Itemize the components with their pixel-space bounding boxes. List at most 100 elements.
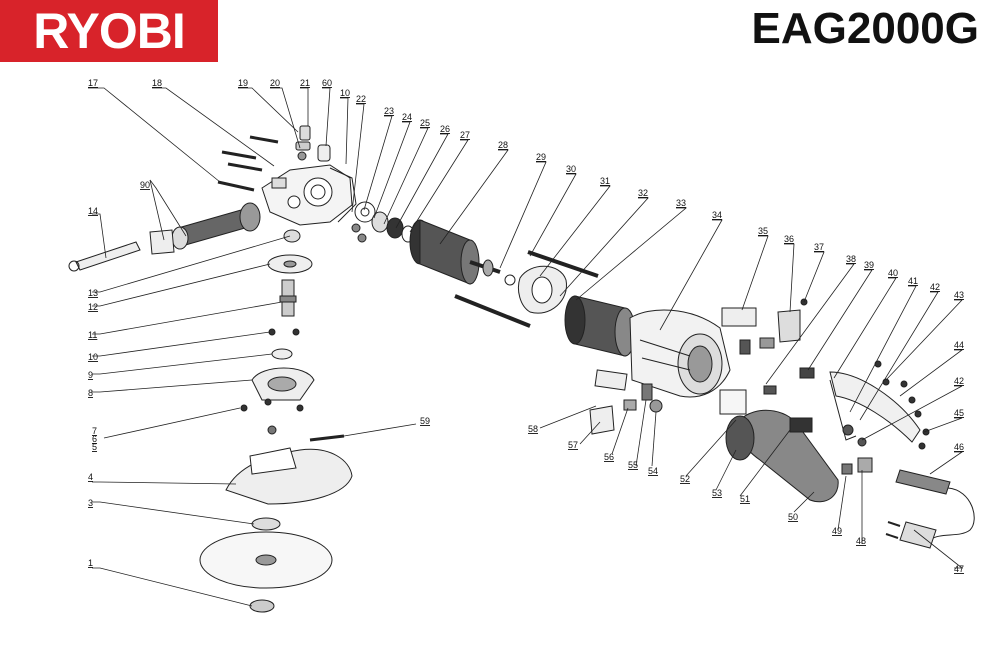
switch-55 — [641, 383, 653, 401]
carbon-brush — [763, 385, 777, 395]
inner-flange-3 — [251, 517, 281, 531]
stator-screw-upper — [527, 250, 599, 278]
callout-27: 27 — [460, 130, 470, 140]
callout-58: 58 — [528, 424, 538, 434]
callout-48: 48 — [856, 536, 866, 546]
switch-56 — [623, 399, 637, 411]
callout-29: 29 — [536, 152, 546, 162]
callout-52: 52 — [680, 474, 690, 484]
callout-45: 45 — [954, 408, 964, 418]
callout-19: 19 — [238, 78, 248, 88]
cord-clamp-49 — [841, 463, 853, 475]
callout-6: 6 — [92, 434, 97, 444]
label-plate-58 — [594, 369, 628, 391]
callout-51: 51 — [740, 494, 750, 504]
callout-32: 32 — [638, 188, 648, 198]
stator — [564, 295, 636, 357]
callout-40: 40 — [888, 268, 898, 278]
callout-23: 23 — [384, 106, 394, 116]
brush-cap — [799, 367, 815, 379]
callout-21: 21 — [300, 78, 310, 88]
callout-39: 39 — [864, 260, 874, 270]
callout-4: 4 — [88, 472, 93, 482]
callout-42-top: 42 — [930, 282, 940, 292]
callout-33: 33 — [676, 198, 686, 208]
callout-47: 47 — [954, 564, 964, 574]
callout-41: 41 — [908, 276, 918, 286]
bearing-9 — [271, 348, 293, 360]
callout-1: 1 — [88, 558, 93, 568]
cap-60 — [317, 144, 331, 162]
gear-housing — [261, 164, 357, 226]
callout-60: 60 — [322, 78, 332, 88]
callout-18: 18 — [152, 78, 162, 88]
callout-56: 56 — [604, 452, 614, 462]
callout-labels: 17 18 19 20 21 60 10 22 23 24 25 26 27 2… — [88, 78, 964, 574]
callout-8: 8 — [88, 388, 93, 398]
callout-25: 25 — [420, 118, 430, 128]
spindle-lock-button — [295, 125, 311, 161]
callout-26: 26 — [440, 124, 450, 134]
callout-49: 49 — [832, 526, 842, 536]
callout-36: 36 — [784, 234, 794, 244]
callout-10-top: 10 — [340, 88, 350, 98]
leader-lines — [88, 87, 964, 607]
callout-59: 59 — [420, 416, 430, 426]
callout-54: 54 — [648, 466, 658, 476]
side-handle — [149, 202, 261, 255]
callout-42-lower: 42 — [954, 376, 964, 386]
callout-57: 57 — [568, 440, 578, 450]
motor-housing — [629, 309, 731, 398]
callout-37: 37 — [814, 242, 824, 252]
switch-54 — [649, 399, 663, 413]
callout-5: 5 — [92, 442, 97, 452]
label-plate-35 — [721, 307, 757, 327]
callout-38: 38 — [846, 254, 856, 264]
housing-screws — [217, 135, 279, 192]
armature — [409, 219, 516, 286]
cord-clamp-48 — [857, 457, 873, 473]
callout-7: 7 — [92, 426, 97, 436]
callout-43: 43 — [954, 290, 964, 300]
callout-17: 17 — [88, 78, 98, 88]
guard-screws — [240, 398, 304, 412]
callout-35: 35 — [758, 226, 768, 236]
stator-screw-lower — [454, 294, 531, 328]
callout-14: 14 — [88, 206, 98, 216]
callout-30: 30 — [566, 164, 576, 174]
switch-cover — [589, 405, 615, 435]
callout-10-lower: 10 — [88, 352, 98, 362]
fan-baffle — [517, 265, 567, 314]
callout-34: 34 — [712, 210, 722, 220]
callout-50: 50 — [788, 512, 798, 522]
screw-59 — [309, 434, 345, 442]
wheel-guard — [225, 425, 353, 505]
callout-31: 31 — [600, 176, 610, 186]
callout-24: 24 — [402, 112, 412, 122]
callout-44: 44 — [954, 340, 964, 350]
callout-46: 46 — [954, 442, 964, 452]
grinding-disc — [199, 531, 333, 589]
callout-11: 11 — [88, 330, 97, 340]
callout-20: 20 — [270, 78, 280, 88]
callout-13: 13 — [88, 288, 98, 298]
brand-logo: RYOBI — [0, 0, 218, 62]
callout-3: 3 — [88, 498, 93, 508]
model-number: EAG2000G — [751, 4, 979, 53]
bevel-gear-set — [351, 201, 415, 243]
brand-logo-text: RYOBI — [33, 3, 186, 59]
rear-handle — [725, 409, 839, 503]
callout-28: 28 — [498, 140, 508, 150]
bearing-13 — [283, 229, 301, 243]
callout-90: 90 — [140, 180, 150, 190]
callout-9: 9 — [88, 370, 93, 380]
filter-52 — [719, 389, 747, 415]
wrench-14 — [68, 241, 141, 272]
callout-12: 12 — [88, 302, 98, 312]
bearing-plate-8 — [251, 367, 315, 401]
callout-22: 22 — [356, 94, 366, 104]
outer-nut-1 — [249, 599, 275, 613]
callout-53: 53 — [712, 488, 722, 498]
callout-55: 55 — [628, 460, 638, 470]
